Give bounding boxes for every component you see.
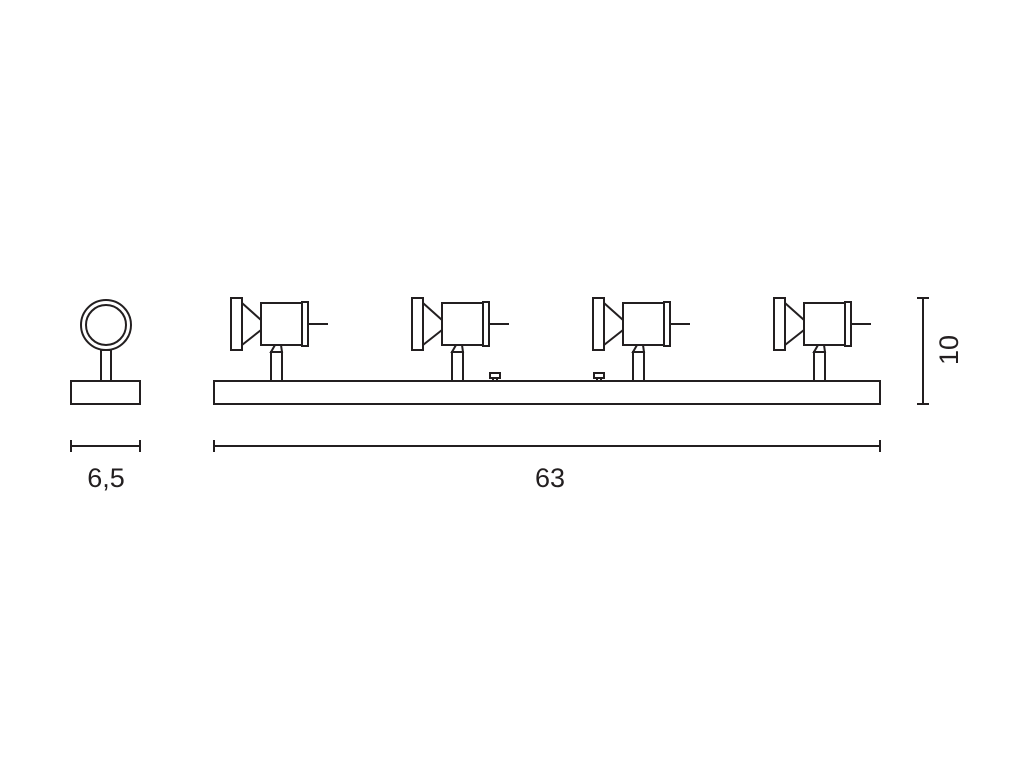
dimension-width-side-label: 6,5 <box>87 463 125 493</box>
spotlight <box>230 297 328 382</box>
dimension-length <box>213 440 881 452</box>
spotlight-reflector <box>241 302 262 346</box>
connector-group <box>489 372 605 381</box>
dimension-height <box>917 297 929 405</box>
bar-connector <box>489 372 501 381</box>
spotlight-back-ring <box>301 301 309 347</box>
connector-cap <box>593 372 605 379</box>
front-view <box>213 297 881 405</box>
spotlight-reflector <box>603 302 624 346</box>
spotlight <box>773 297 871 382</box>
spotlight-front-ring <box>230 297 243 351</box>
spotlight-group <box>230 297 871 382</box>
spotlight-joint <box>631 344 646 353</box>
spotlight-joint <box>450 344 465 353</box>
spotlight-front-ring <box>773 297 786 351</box>
spotlight-joint <box>812 344 827 353</box>
bar-connector <box>593 372 605 381</box>
connector-cap <box>489 372 501 379</box>
spotlight-stem <box>813 351 826 382</box>
side-view-lamp-lens <box>85 304 127 346</box>
side-view <box>70 299 141 405</box>
dimension-length-label: 63 <box>535 463 565 493</box>
spotlight-stem <box>451 351 464 382</box>
spotlight <box>592 297 690 382</box>
dimension-height-label: 10 <box>934 335 964 365</box>
spotlight <box>411 297 509 382</box>
spotlight-stem <box>270 351 283 382</box>
spotlight-front-ring <box>592 297 605 351</box>
spotlight-body <box>622 302 665 346</box>
dimension-width-side <box>70 440 141 452</box>
mounting-bar <box>213 380 881 405</box>
spotlight-reflector <box>422 302 443 346</box>
spotlight-stem <box>632 351 645 382</box>
spotlight-body <box>441 302 484 346</box>
spotlight-body <box>803 302 846 346</box>
spotlight-back-ring <box>663 301 671 347</box>
spotlight-reflector <box>784 302 805 346</box>
side-view-stem <box>100 349 112 382</box>
spotlight-back-ring <box>482 301 490 347</box>
side-view-lamp-head <box>80 299 132 351</box>
side-view-base <box>70 380 141 405</box>
spotlight-body <box>260 302 303 346</box>
spotlight-joint <box>269 344 284 353</box>
spotlight-back-ring <box>844 301 852 347</box>
spotlight-front-ring <box>411 297 424 351</box>
